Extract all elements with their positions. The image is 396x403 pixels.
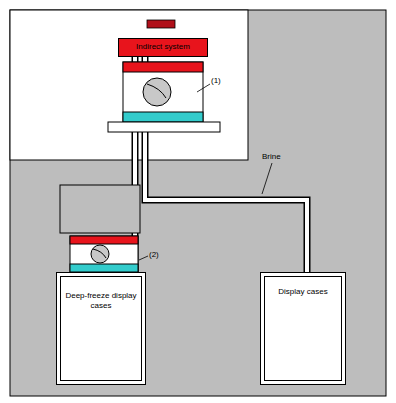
callout-number: (2): [149, 250, 159, 260]
manifold: [108, 122, 220, 132]
top-block: [147, 20, 175, 28]
machine-room: [10, 10, 248, 160]
store-floor: [10, 10, 386, 396]
system-box: Indirect system: [118, 38, 208, 57]
display-case-box: Deep-freeze display cases: [56, 272, 146, 385]
leader-line: [262, 163, 272, 194]
pipe-label: Brine: [262, 152, 281, 162]
node-label: Deep-freeze display cases: [64, 291, 138, 311]
display-case-box: Display cases: [260, 272, 346, 385]
leader-line: [139, 256, 148, 260]
callout-number: (1): [211, 76, 221, 86]
node-label: Indirect system: [126, 42, 200, 52]
compressor-unit: [123, 62, 203, 122]
compressor-unit: [70, 236, 138, 272]
node-label: Display cases: [268, 287, 338, 297]
leader-line: [197, 84, 210, 92]
unit-housing: [60, 185, 140, 233]
